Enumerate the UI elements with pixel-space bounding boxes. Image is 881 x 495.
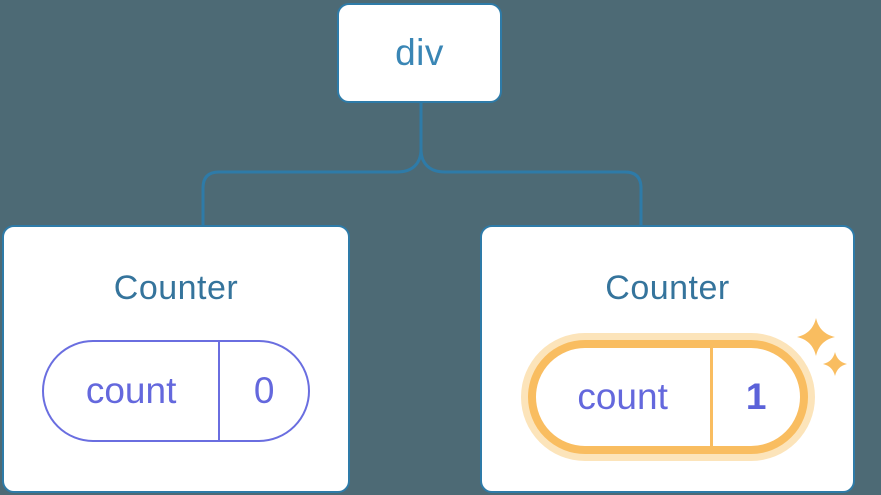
counter-card-left: Counter count 0 [2, 225, 350, 493]
connector-branch-left [201, 147, 423, 227]
state-pill: count 0 [42, 340, 310, 442]
root-node-label: div [395, 32, 444, 73]
state-pill-highlighted: count 1 [527, 340, 808, 454]
state-key: count [536, 348, 713, 446]
root-node: div [337, 3, 502, 103]
component-title: Counter [605, 269, 730, 307]
counter-card-right: Counter count 1 [480, 225, 855, 493]
state-value: 0 [253, 370, 275, 411]
sparkles-icon [797, 318, 847, 376]
component-title: Counter [113, 269, 239, 307]
state-value: 1 [745, 376, 767, 417]
state-key: count [44, 342, 221, 440]
connector-branch-right [419, 147, 643, 227]
